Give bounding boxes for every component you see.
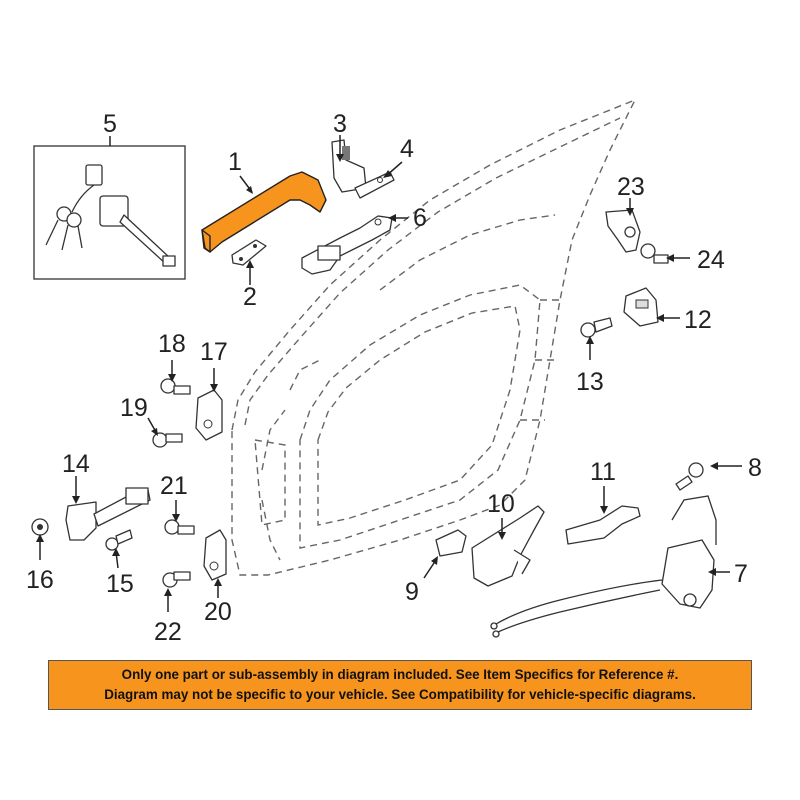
- callout-19: 19: [120, 394, 148, 422]
- callout-5: 5: [103, 110, 117, 138]
- part-17-hinge-upper: [195, 389, 223, 441]
- part-2-pad: [231, 239, 267, 266]
- part-12-striker: [623, 287, 659, 327]
- part-24-bolt: [640, 243, 669, 264]
- part-1-outside-handle: [201, 171, 327, 253]
- part-20-hinge-lower: [203, 529, 227, 581]
- part-3-cover: [331, 139, 367, 193]
- part-19-bolt: [152, 432, 183, 448]
- part-23-actuator: [605, 209, 641, 253]
- callout-18: 18: [158, 330, 186, 358]
- callout-20: 20: [204, 598, 232, 626]
- callout-15: 15: [106, 570, 134, 598]
- callout-4: 4: [400, 135, 414, 163]
- callout-8: 8: [748, 454, 762, 482]
- part-9-clip: [435, 529, 467, 557]
- callout-11: 11: [590, 458, 616, 486]
- callout-13: 13: [576, 368, 604, 396]
- callout-labels: 1 2 3 4 5 6 7 8 9 10 11 12 13 14 15 16 1…: [26, 110, 762, 646]
- leader-lines: [36, 135, 742, 612]
- callout-7: 7: [734, 560, 748, 588]
- part-22-bolt: [162, 571, 191, 588]
- part-15-bolt: [105, 529, 133, 551]
- part-21-bolt: [164, 519, 195, 535]
- callout-10: 10: [487, 490, 515, 518]
- callout-24: 24: [697, 246, 725, 274]
- door-outline: [231, 98, 637, 576]
- part-18-bolt: [160, 378, 191, 395]
- part-8-bolt: [675, 462, 704, 491]
- part-13-bolt: [580, 317, 613, 338]
- part-5-key-cylinder: [33, 145, 186, 280]
- callout-22: 22: [154, 618, 182, 646]
- callout-2: 2: [243, 283, 257, 311]
- callout-3: 3: [333, 110, 347, 138]
- callout-1: 1: [228, 148, 242, 176]
- callout-17: 17: [200, 338, 228, 366]
- callout-23: 23: [617, 173, 645, 201]
- callout-16: 16: [26, 566, 54, 594]
- callout-12: 12: [684, 306, 712, 334]
- part-16-nut: [31, 518, 49, 536]
- part-7-latch: [490, 495, 717, 638]
- callout-9: 9: [405, 578, 419, 606]
- disclaimer-banner: Only one part or sub-assembly in diagram…: [48, 660, 752, 710]
- part-4-gasket: [354, 171, 395, 199]
- callout-21: 21: [160, 472, 188, 500]
- callout-14: 14: [62, 450, 90, 478]
- part-10-bracket: [471, 505, 545, 587]
- part-6-frame: [301, 215, 393, 275]
- part-11-rod-guide: [565, 505, 641, 545]
- callout-6: 6: [413, 204, 427, 232]
- disclaimer-line-1: Only one part or sub-assembly in diagram…: [121, 667, 679, 682]
- disclaimer-line-2: Diagram may not be specific to your vehi…: [104, 687, 696, 702]
- part-14-door-check: [65, 487, 151, 541]
